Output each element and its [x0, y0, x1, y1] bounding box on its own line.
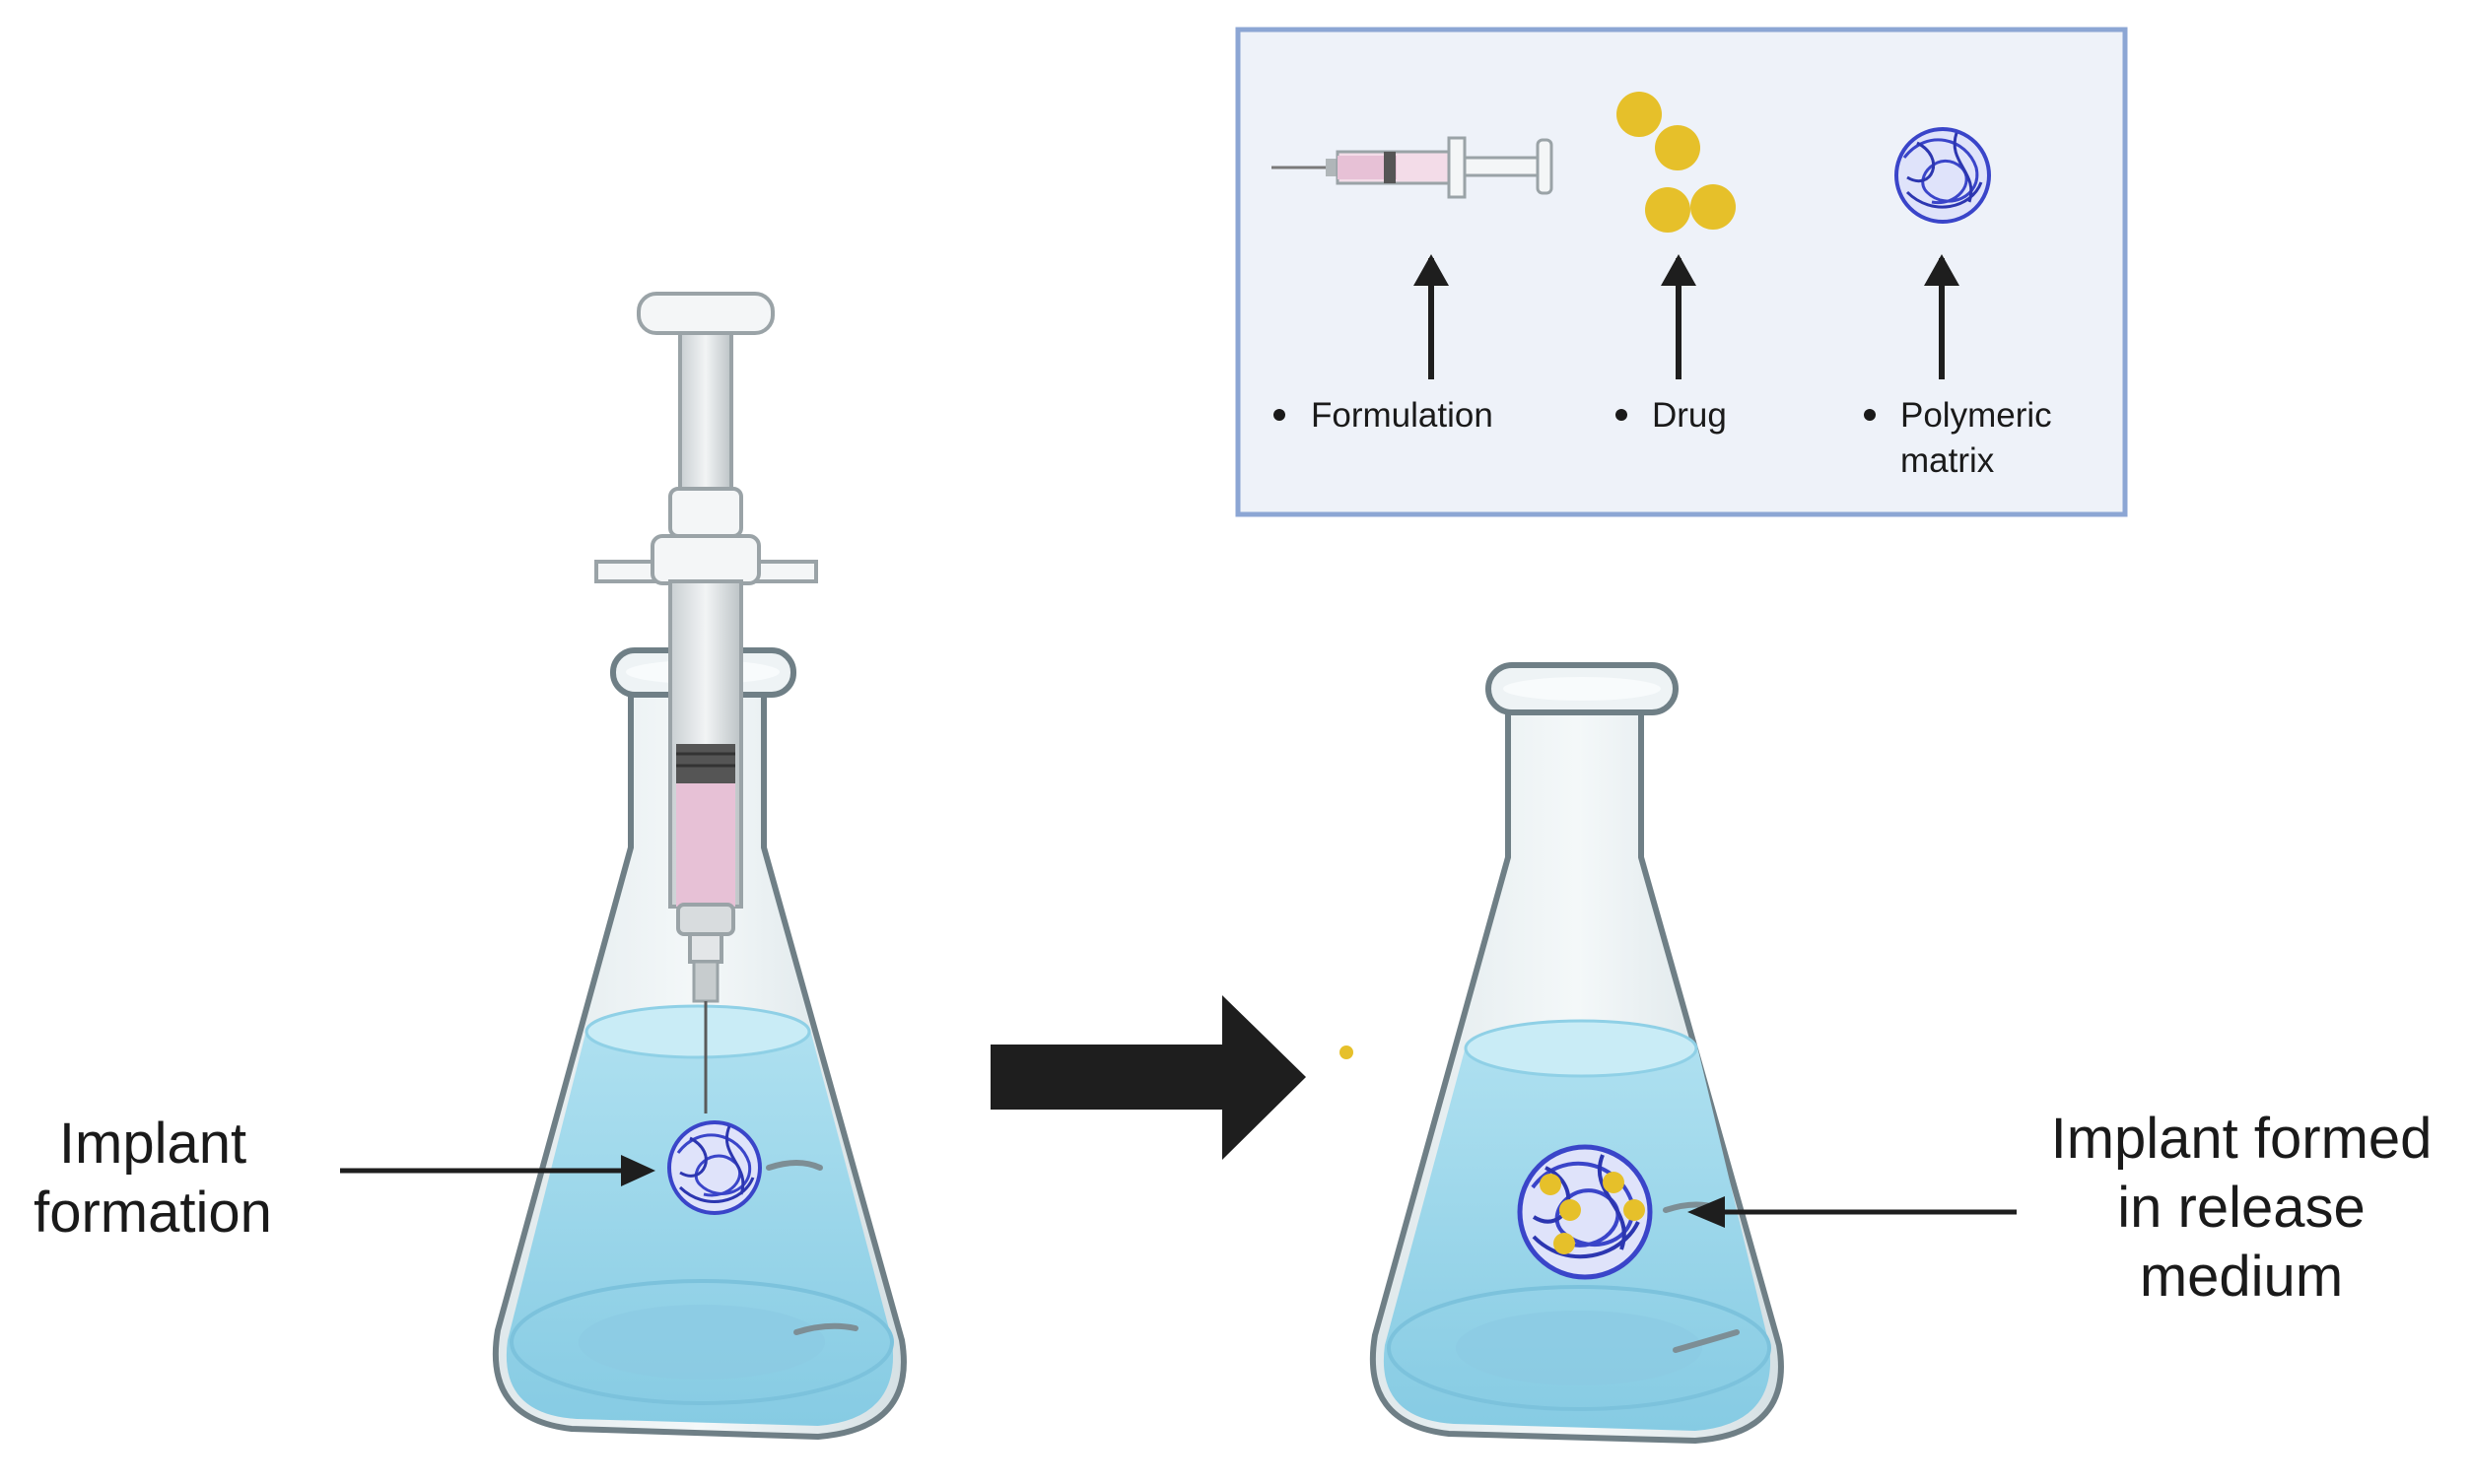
bullet-icon [1273, 409, 1285, 421]
implant-left [667, 1120, 762, 1215]
right-label-line3: medium [2140, 1245, 2343, 1309]
drug-dot-icon [1339, 1046, 1353, 1059]
left-label-line2: formation [34, 1180, 272, 1245]
implant-with-drug [1517, 1144, 1653, 1280]
transition-arrow [991, 995, 1306, 1160]
legend-label-matrix-line1: Polymeric [1900, 396, 2052, 435]
legend-label-formulation: Formulation [1311, 396, 1493, 435]
right-label-line1: Implant formed [2051, 1107, 2433, 1171]
flask-right [1369, 662, 1784, 1445]
legend-label-drug: Drug [1652, 396, 1727, 435]
legend-box: Formulation Drug Polymeric matrix [1235, 27, 2128, 517]
syringe-in-flask [594, 292, 818, 1113]
syringe-icon [1271, 136, 1553, 199]
right-label-line2: in release [2117, 1176, 2365, 1240]
legend-label-matrix-line2: matrix [1900, 441, 1995, 480]
flask-left [492, 647, 907, 1441]
bullet-icon [1615, 409, 1627, 421]
bullet-icon [1864, 409, 1876, 421]
drug-particles-icon [1616, 92, 1736, 233]
left-label-line1: Implant [59, 1112, 246, 1176]
polymer-ball-icon [1894, 127, 1991, 224]
